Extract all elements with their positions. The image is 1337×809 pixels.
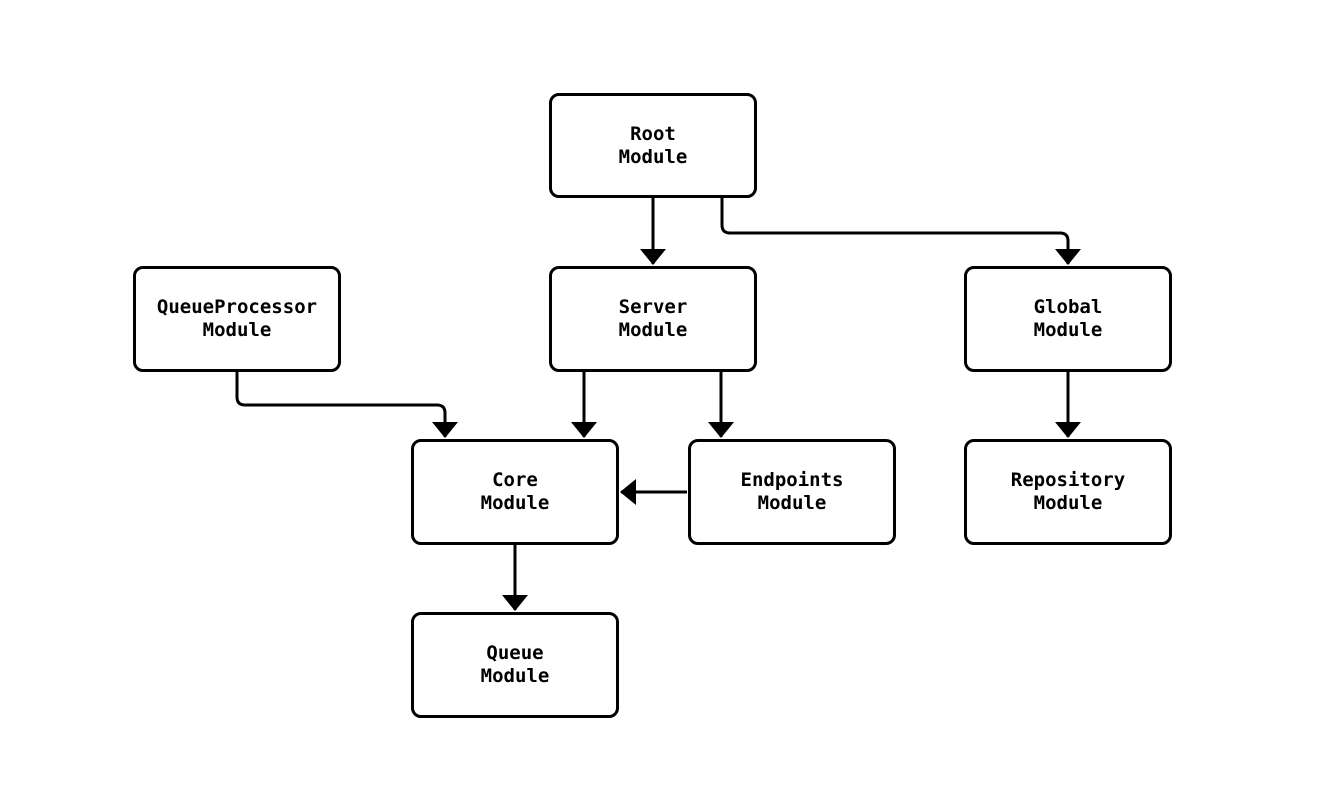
node-repository-module: Repository Module	[964, 439, 1172, 545]
node-queueprocessor-module-label: QueueProcessor Module	[156, 296, 318, 341]
node-server-module-label: Server Module	[618, 296, 688, 341]
node-root-module-label: Root Module	[618, 122, 688, 168]
edge-root-to-global	[720, 198, 1081, 265]
edge-queueprocessor-to-core	[235, 372, 458, 438]
node-global-module-label: Global Module	[1033, 296, 1103, 341]
node-queueprocessor-module: QueueProcessor Module	[133, 266, 341, 372]
node-global-module: Global Module	[964, 266, 1172, 372]
node-repository-module-label: Repository Module	[1010, 469, 1126, 514]
node-queue-module: Queue Module	[411, 612, 619, 718]
node-queue-module-label: Queue Module	[480, 642, 550, 687]
node-root-module: Root Module	[549, 93, 757, 198]
node-endpoints-module: Endpoints Module	[688, 439, 896, 545]
node-endpoints-module-label: Endpoints Module	[740, 469, 844, 514]
node-core-module-label: Core Module	[480, 469, 550, 514]
node-core-module: Core Module	[411, 439, 619, 545]
node-server-module: Server Module	[549, 266, 757, 372]
